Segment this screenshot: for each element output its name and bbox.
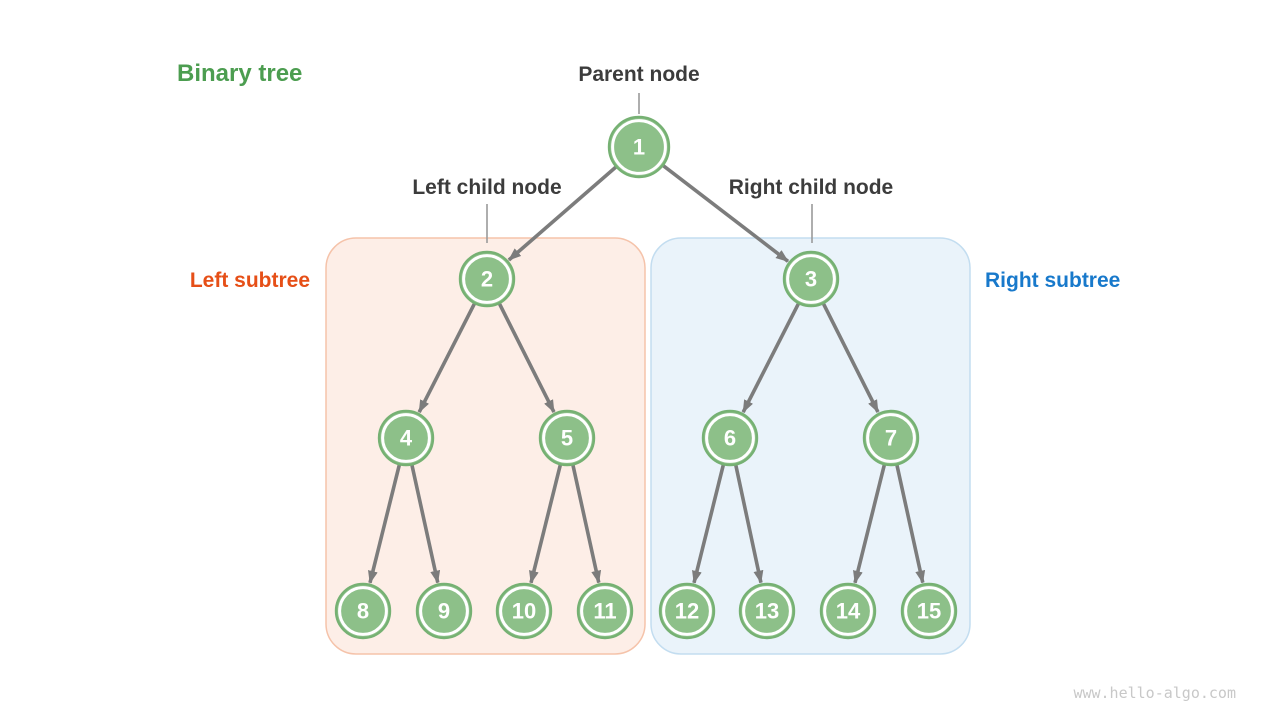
tree-node-11-circle bbox=[576, 582, 634, 640]
tree-node-1-ring bbox=[611, 119, 667, 175]
tree-node-13-value: 13 bbox=[755, 599, 779, 624]
tree-node-15-circle bbox=[900, 582, 958, 640]
edge-6-13 bbox=[733, 464, 764, 584]
tree-node-1-circle bbox=[607, 115, 671, 179]
tree-node-2-value: 2 bbox=[481, 267, 493, 292]
left-child-node-label: Left child node bbox=[412, 176, 561, 199]
left-subtree-label: Left subtree bbox=[190, 269, 310, 292]
tree-node-7-ring bbox=[866, 413, 916, 463]
left-subtree-box bbox=[325, 237, 646, 655]
tree-node-10-value: 10 bbox=[512, 599, 536, 624]
tree-node-11-ring bbox=[580, 586, 630, 636]
tree-node-2-ring bbox=[462, 254, 512, 304]
right-child-node-label: Right child node bbox=[729, 176, 893, 199]
tree-node-6-value: 6 bbox=[724, 426, 736, 451]
tree-node-15-ring bbox=[904, 586, 954, 636]
tree-node-14-value: 14 bbox=[836, 599, 861, 624]
tree-node-8-circle bbox=[334, 582, 392, 640]
edge-2-5 bbox=[497, 302, 556, 413]
tree-node-9-value: 9 bbox=[438, 599, 450, 624]
edge-4-8 bbox=[368, 463, 402, 584]
edge-4-9 bbox=[410, 463, 441, 584]
tree-node-6-ring bbox=[705, 413, 755, 463]
tree-node-1-value: 1 bbox=[633, 135, 645, 160]
edge-7-15 bbox=[895, 463, 926, 584]
tree-node-5-value: 5 bbox=[561, 426, 573, 451]
tree-node-12-circle bbox=[658, 582, 716, 640]
tree-node-11-value: 11 bbox=[593, 599, 616, 624]
edge-3-6 bbox=[741, 302, 801, 414]
tree-node-5-ring bbox=[542, 413, 592, 463]
tree-node-14-circle bbox=[819, 582, 877, 640]
tree-node-9-circle bbox=[415, 582, 473, 640]
tree-node-4-value: 4 bbox=[400, 426, 413, 451]
edge-5-11 bbox=[571, 463, 602, 584]
tree-node-14-ring bbox=[823, 586, 873, 636]
tree-node-2-circle bbox=[458, 250, 516, 308]
tree-node-7-circle bbox=[862, 409, 920, 467]
tree-node-4-ring bbox=[381, 413, 431, 463]
edge-5-10 bbox=[529, 463, 563, 584]
watermark: www.hello-algo.com bbox=[1073, 684, 1236, 702]
tree-node-4-circle bbox=[377, 409, 435, 467]
tree-node-7-value: 7 bbox=[885, 426, 897, 451]
edge-3-7 bbox=[821, 302, 880, 413]
tree-node-9-ring bbox=[419, 586, 469, 636]
right-subtree-box bbox=[650, 237, 971, 655]
tree-node-12-value: 12 bbox=[675, 599, 699, 624]
edge-2-4 bbox=[417, 302, 477, 414]
tree-node-8-value: 8 bbox=[357, 599, 369, 624]
diagram-title: Binary tree bbox=[177, 60, 302, 87]
tree-node-3-value: 3 bbox=[805, 267, 817, 292]
tree-node-6-circle bbox=[701, 409, 759, 467]
edge-1-3 bbox=[661, 163, 790, 263]
tree-node-15-value: 15 bbox=[917, 599, 941, 624]
tree-node-13-circle bbox=[738, 582, 796, 640]
tree-node-10-ring bbox=[499, 586, 549, 636]
edge-1-2 bbox=[507, 165, 618, 262]
right-subtree-label: Right subtree bbox=[985, 269, 1120, 292]
tree-node-5-circle bbox=[538, 409, 596, 467]
tree-node-8-ring bbox=[338, 586, 388, 636]
parent-node-label: Parent node bbox=[578, 63, 699, 86]
tree-node-13-ring bbox=[742, 586, 792, 636]
edge-6-12 bbox=[692, 463, 726, 584]
edge-7-14 bbox=[853, 463, 887, 584]
tree-node-3-circle bbox=[782, 250, 840, 308]
tree-node-10-circle bbox=[495, 582, 553, 640]
tree-node-3-ring bbox=[786, 254, 836, 304]
tree-node-12-ring bbox=[662, 586, 712, 636]
